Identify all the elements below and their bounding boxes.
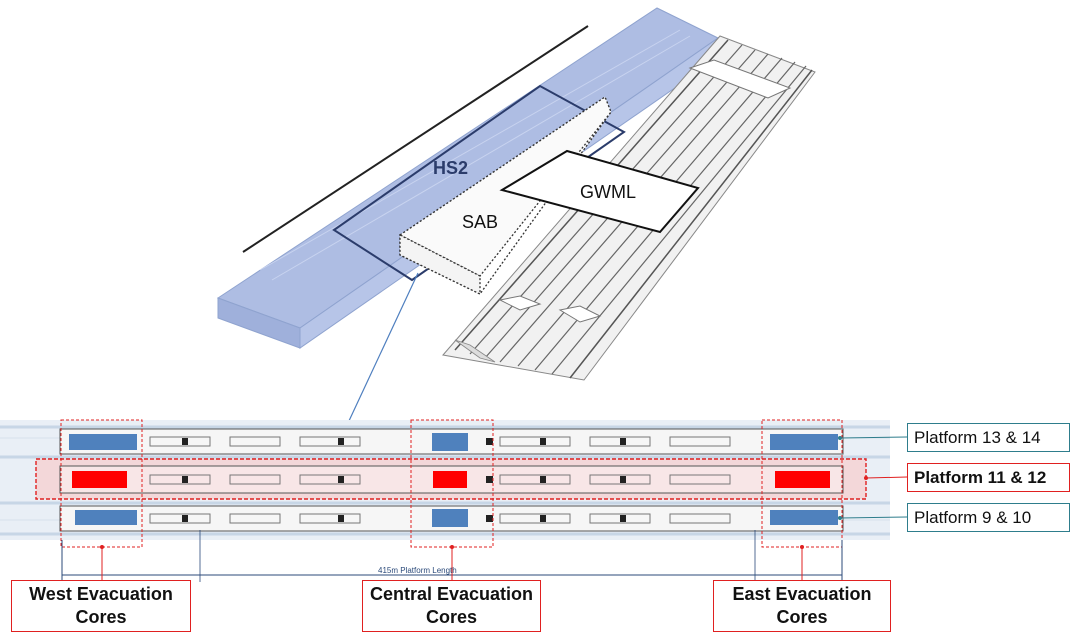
gwml-label: GWML xyxy=(580,182,636,202)
core-block-east-13-14 xyxy=(770,434,838,450)
core-block-east-11-12 xyxy=(775,471,830,488)
sab-volume xyxy=(398,96,612,296)
platform-11-12-label: Platform 11 & 12 xyxy=(907,463,1070,492)
platform-9-10-label: Platform 9 & 10 xyxy=(907,503,1070,532)
platform-plan xyxy=(0,419,890,582)
sab-label: SAB xyxy=(462,212,499,232)
core-block-east-9-10 xyxy=(770,510,838,525)
central-evacuation-cores-label: Central Evacuation Cores xyxy=(362,580,541,632)
core-block-west-9-10 xyxy=(75,510,137,525)
west-evacuation-cores-label: West Evacuation Cores xyxy=(11,580,191,632)
core-block-central-11-12 xyxy=(433,471,467,488)
west-core-zone xyxy=(60,419,143,548)
gwml-volume xyxy=(499,149,700,234)
platform-13-14-label: Platform 13 & 14 xyxy=(907,423,1070,452)
core-block-west-11-12 xyxy=(72,471,127,488)
perimeter-line xyxy=(242,25,589,253)
core-block-central-9-10 xyxy=(432,509,468,527)
core-block-west-13-14 xyxy=(69,434,137,450)
core-block-central-13-14 xyxy=(432,433,468,451)
hs2-label: HS2 xyxy=(433,158,469,178)
east-evacuation-cores-label: East Evacuation Cores xyxy=(713,580,891,632)
platform-length-dimension: 415m Platform Length xyxy=(378,566,457,575)
